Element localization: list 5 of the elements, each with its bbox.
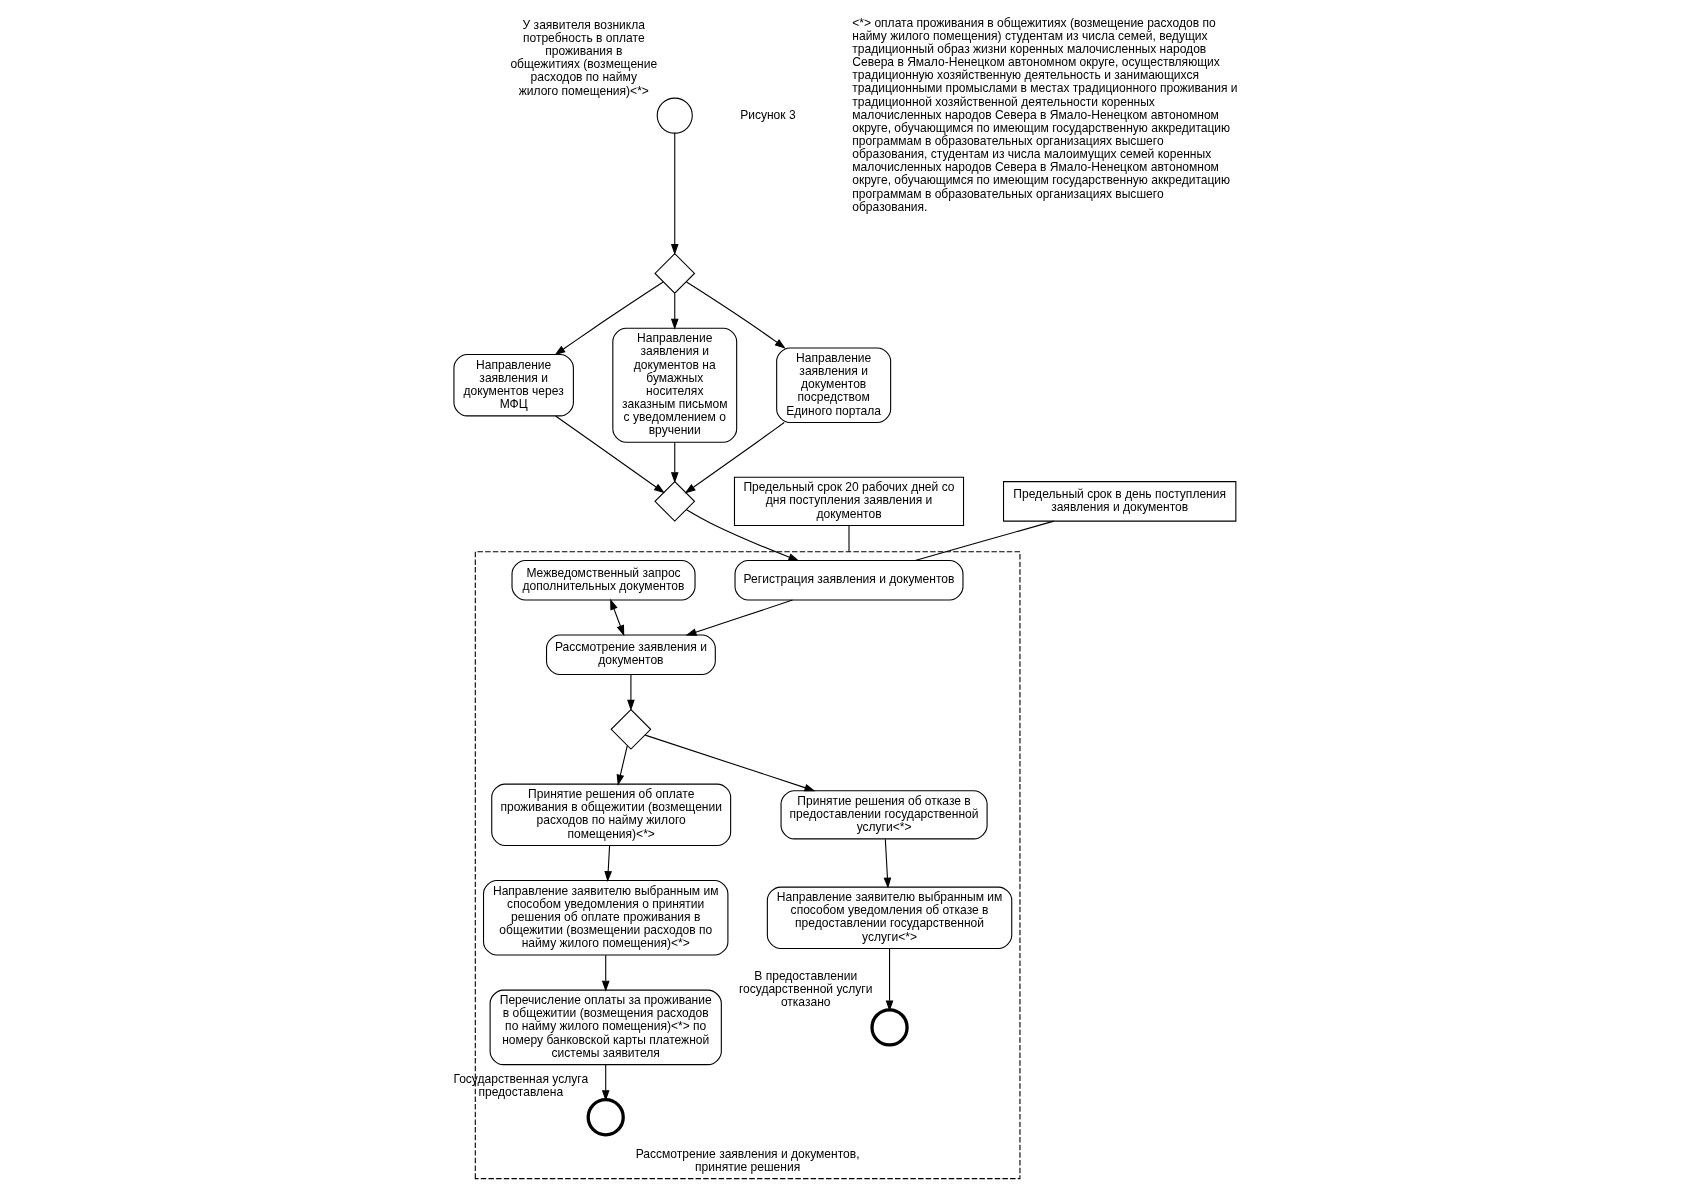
node-label: У заявителя возникла потребность в оплате проживания в общежитиях (возмещение расходов по найму жилого помещения)<*>	[509, 17, 657, 98]
node-label: Государственная услуга предоставлена	[452, 1072, 588, 1100]
label: Рисунок 3	[739, 107, 796, 122]
node-label: В предоставлении государственной услуги отказано	[738, 969, 873, 1010]
label: <*> оплата проживания в общежитиях (возмещение расходов по найму жилого помещения) студентам из числа семей, ведущих традиционный образ жизни коренных малочисленных народов Севера в Ямало-Ненецком автономном округе, осуществляющих традиционную хозяйственную деятельность и занимающихся традиционными промыслами в местах традиционного проживания и традиционной хозяйственной деятельности коренных малочисленных народов Севера в Ямало-Ненецком автономном округе, обучающимся по имеющим государственную аккредитацию программам в образовательных организациях высшего образования, студентам из числа малоимущих семей коренных малочисленных народов Севера в Ямало-Ненецком автономном округе, обучающимся по имеющим государственную аккредитацию программам в образовательных организациях высшего образования.	[851, 15, 1238, 214]
